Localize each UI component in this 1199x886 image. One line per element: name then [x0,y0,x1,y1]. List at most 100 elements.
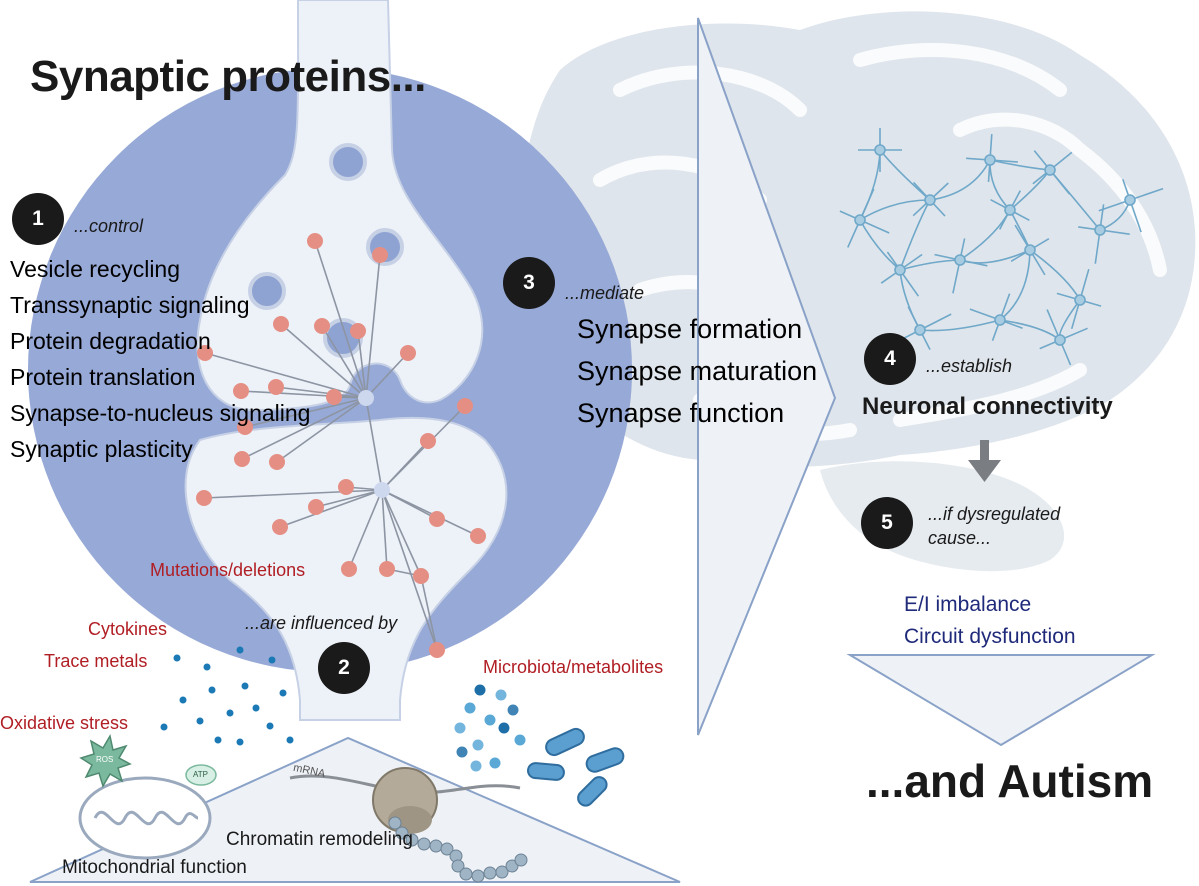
neurite [859,199,931,221]
step-1-badge: 1 [12,193,64,245]
protein-node [429,642,445,658]
neurite [999,249,1031,321]
step-3-item: Synapse formation [577,314,803,344]
trace-metal-dot [241,682,249,690]
protein-node [234,451,250,467]
trace-metal-dot [208,686,216,694]
microbiota-dot [470,760,482,772]
microbiota-dot [507,704,519,716]
interaction-edge [381,489,388,570]
step-1-item: Vesicle recycling [10,256,181,282]
figure-title: Synaptic proteins... [30,52,426,101]
interaction-edge [381,489,479,537]
protein-node [379,561,395,577]
trace-metal-dot [160,723,168,731]
interaction-edge [365,352,409,399]
mitochondrion-icon [78,776,212,860]
trace-metals-label: Trace metals [44,651,148,671]
neurite [929,159,991,201]
interaction-edge [244,397,367,428]
neuron-soma [1054,334,1066,346]
protein-node [350,323,366,339]
trace-metal-dot [286,736,294,744]
chromatin-bead [505,859,519,873]
microbiota-dots [454,684,526,772]
trace-metal-dot [268,656,276,664]
trace-metal-dot [226,709,234,717]
chromatin-bead [451,859,465,873]
chromatin-bead [388,816,402,830]
dendrite [919,313,952,331]
protein-node [308,499,324,515]
protein-node [338,479,354,495]
neuron-soma [1024,244,1036,256]
neuron-soma [924,194,936,206]
chromatin-bead [514,853,528,867]
microbiota-dot [498,722,510,734]
chromatin-beads-icon [388,816,528,883]
interaction-edge [321,325,367,399]
trace-metal-dot [236,646,244,654]
microbiota-dot [472,739,484,751]
protein-node [372,247,388,263]
mitochondrial-label: Mitochondrial function [62,857,247,878]
interaction-edge [279,489,383,528]
step-1-item: Transsynaptic signaling [10,292,250,318]
microbiota-dot [454,722,466,734]
protein-node [470,528,486,544]
step-3-item: Synapse maturation [577,356,818,386]
microbiota-dot [484,714,496,726]
oxidative-stress-label: Oxidative stress [0,713,129,733]
interaction-edge [275,386,367,399]
protein-node [269,454,285,470]
step-3-badge: 3 [503,257,555,309]
step-4-result: Neuronal connectivity [862,393,1113,420]
protein-node [341,561,357,577]
step-1-item: Synaptic plasticity [10,436,193,462]
interaction-edge [365,254,381,399]
conclusion-text: ...and Autism [866,755,1154,807]
chromatin-bead [495,865,509,879]
step-3-item: Synapse function [577,398,785,428]
step-5-item: Circuit dysfunction [904,625,1076,648]
ros-label: ROS [96,755,114,764]
microbiota-dot [456,746,468,758]
chromatin-label: Chromatin remodeling [226,829,413,850]
mutations-label: Mutations/deletions [150,560,306,580]
cytokines-label: Cytokines [88,619,168,639]
neuron-soma [994,314,1006,326]
trace-metal-dot [214,736,222,744]
microbiota-dot [474,684,486,696]
down-arrow-icon [968,440,1001,482]
step-1-list: Vesicle recycling Transsynaptic signalin… [10,256,310,463]
chromatin-bead [471,869,485,883]
trace-metal-dot [173,654,181,662]
interaction-edge [280,323,367,399]
step-4-verb: ...establish [926,356,1013,376]
step-1-verb: ...control [74,216,144,236]
protein-node [457,398,473,414]
trace-metal-dot [179,696,187,704]
ros-burst-icon [79,733,132,788]
neuronal-network-illustration [839,128,1164,366]
bacteria-icons [526,727,625,807]
trace-metal-dot [203,663,211,671]
trace-metal-dot [196,717,204,725]
microbiota-dot [489,757,501,769]
interaction-edge [381,489,422,577]
atp-label: ATP [193,770,208,779]
step-1-item: Protein degradation [10,328,211,354]
interaction-edge [420,575,438,651]
interaction-edge [365,397,383,491]
flow-arrow-right [697,17,837,736]
protein-node [268,379,284,395]
protein-node [400,345,416,361]
step-2-badge: 2 [318,642,370,694]
microbiota-label: Microbiota/metabolites [483,657,664,677]
step-3-list: Synapse formation Synapse maturation Syn… [577,312,817,430]
protein-node [413,568,429,584]
protein-node [196,490,212,506]
step-4-badge: 4 [864,333,916,385]
